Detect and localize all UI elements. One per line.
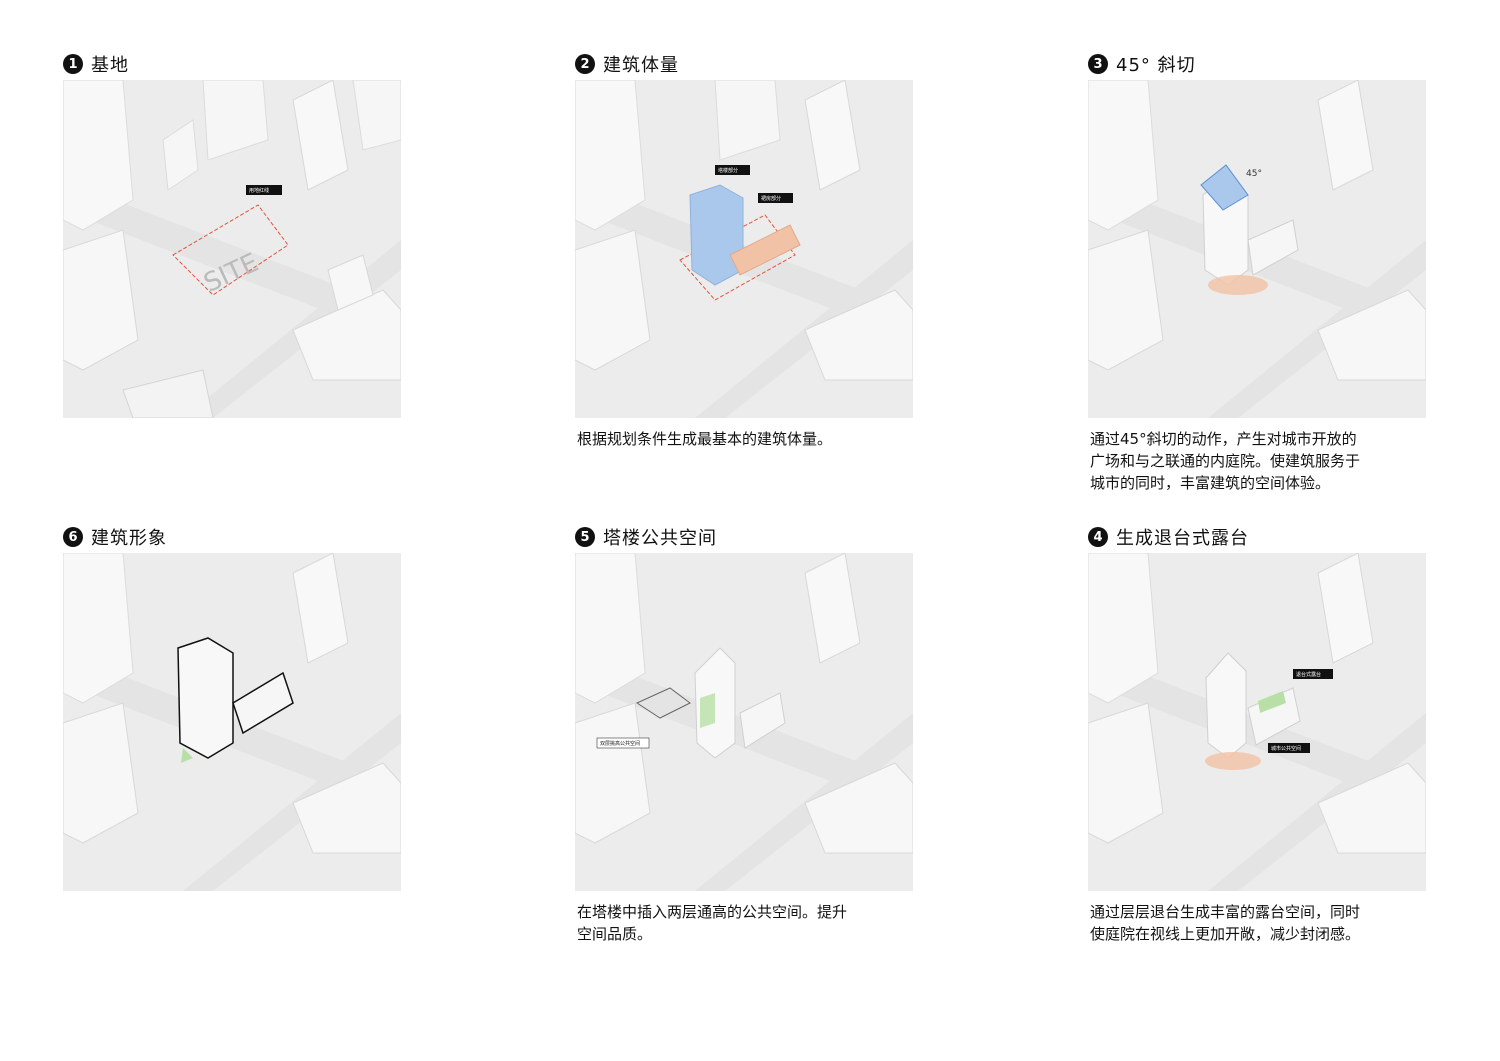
step-number-badge: 6 [63,527,83,547]
redline-tag: 用地红线 [249,187,269,194]
step-description: 在塔楼中插入两层通高的公共空间。提升 空间品质。 [577,903,848,943]
tower-tag: 塔楼部分 [718,167,738,174]
tower-mass [689,184,744,286]
public-plaza [1208,275,1268,295]
cut-plane [1200,164,1249,211]
panel-title: 5 塔楼公共空间 [575,523,717,551]
tower-outline [177,637,234,759]
step-number-badge: 2 [575,54,595,74]
green-space [181,748,193,763]
image-model-render [63,553,401,891]
panel-title: 1 基地 [63,50,129,78]
panel-title: 2 建筑体量 [575,50,679,78]
step-number-badge: 1 [63,54,83,74]
terrace-tag: 退台式露台 [1296,671,1321,678]
terrace-outline [232,671,294,735]
urban-context [63,80,401,418]
massing-diagram: 塔楼部分 裙房部分 [575,80,913,418]
site-redline [679,214,796,301]
site-model-render: SITE 用地红线 [63,80,401,418]
exploded-floor [635,687,691,719]
cut-diagram: 45° [1088,80,1426,418]
panel-title: 6 建筑形象 [63,523,167,551]
panel-title: 4 生成退台式露台 [1088,523,1249,551]
step-title: 建筑形象 [91,528,167,549]
step-description: 通过层层退台生成丰富的露台空间，同时 使庭院在视线上更加开敞，减少封闭感。 [1090,903,1361,943]
site-diagram: SITE 用地红线 [63,80,401,418]
massing-model-render: 塔楼部分 裙房部分 [575,80,913,418]
step-description: 根据规划条件生成最基本的建筑体量。 [577,430,833,448]
step-number-badge: 3 [1088,54,1108,74]
podium [739,692,786,749]
tower [1205,652,1247,759]
podium-mass [729,224,801,276]
cut-model-render: 45° [1088,80,1426,418]
terraces-model-render: 退台式露台 城市公共空间 [1088,553,1426,891]
tower-public-diagram: 双层挑高公共空间 [575,553,913,891]
step-title: 基地 [91,55,129,76]
terraces-diagram: 退台式露台 城市公共空间 [1088,553,1426,891]
step-number-badge: 5 [575,527,595,547]
step-description: 通过45°斜切的动作，产生对城市开放的 广场和与之联通的内庭院。使建筑服务于 城… [1090,430,1361,492]
step-title: 建筑体量 [603,55,679,76]
podium-tag: 裙房部分 [761,195,781,202]
step-title: 45° 斜切 [1116,55,1196,76]
terrace-green [1258,691,1286,713]
step-number-badge: 4 [1088,527,1108,547]
tower-public-model-render: 双层挑高公共空间 [575,553,913,891]
public-space-green [700,693,715,728]
panel-title: 3 45° 斜切 [1088,50,1196,78]
angle-label: 45° [1246,169,1262,179]
image-diagram [63,553,401,891]
step-title: 生成退台式露台 [1116,528,1249,549]
double-height-tag: 双层挑高公共空间 [600,740,640,747]
step-title: 塔楼公共空间 [603,528,717,549]
urban-context [63,553,401,891]
public-plaza [1205,752,1261,770]
public-space-tag: 城市公共空间 [1271,745,1301,752]
cut-podium [1247,219,1299,276]
